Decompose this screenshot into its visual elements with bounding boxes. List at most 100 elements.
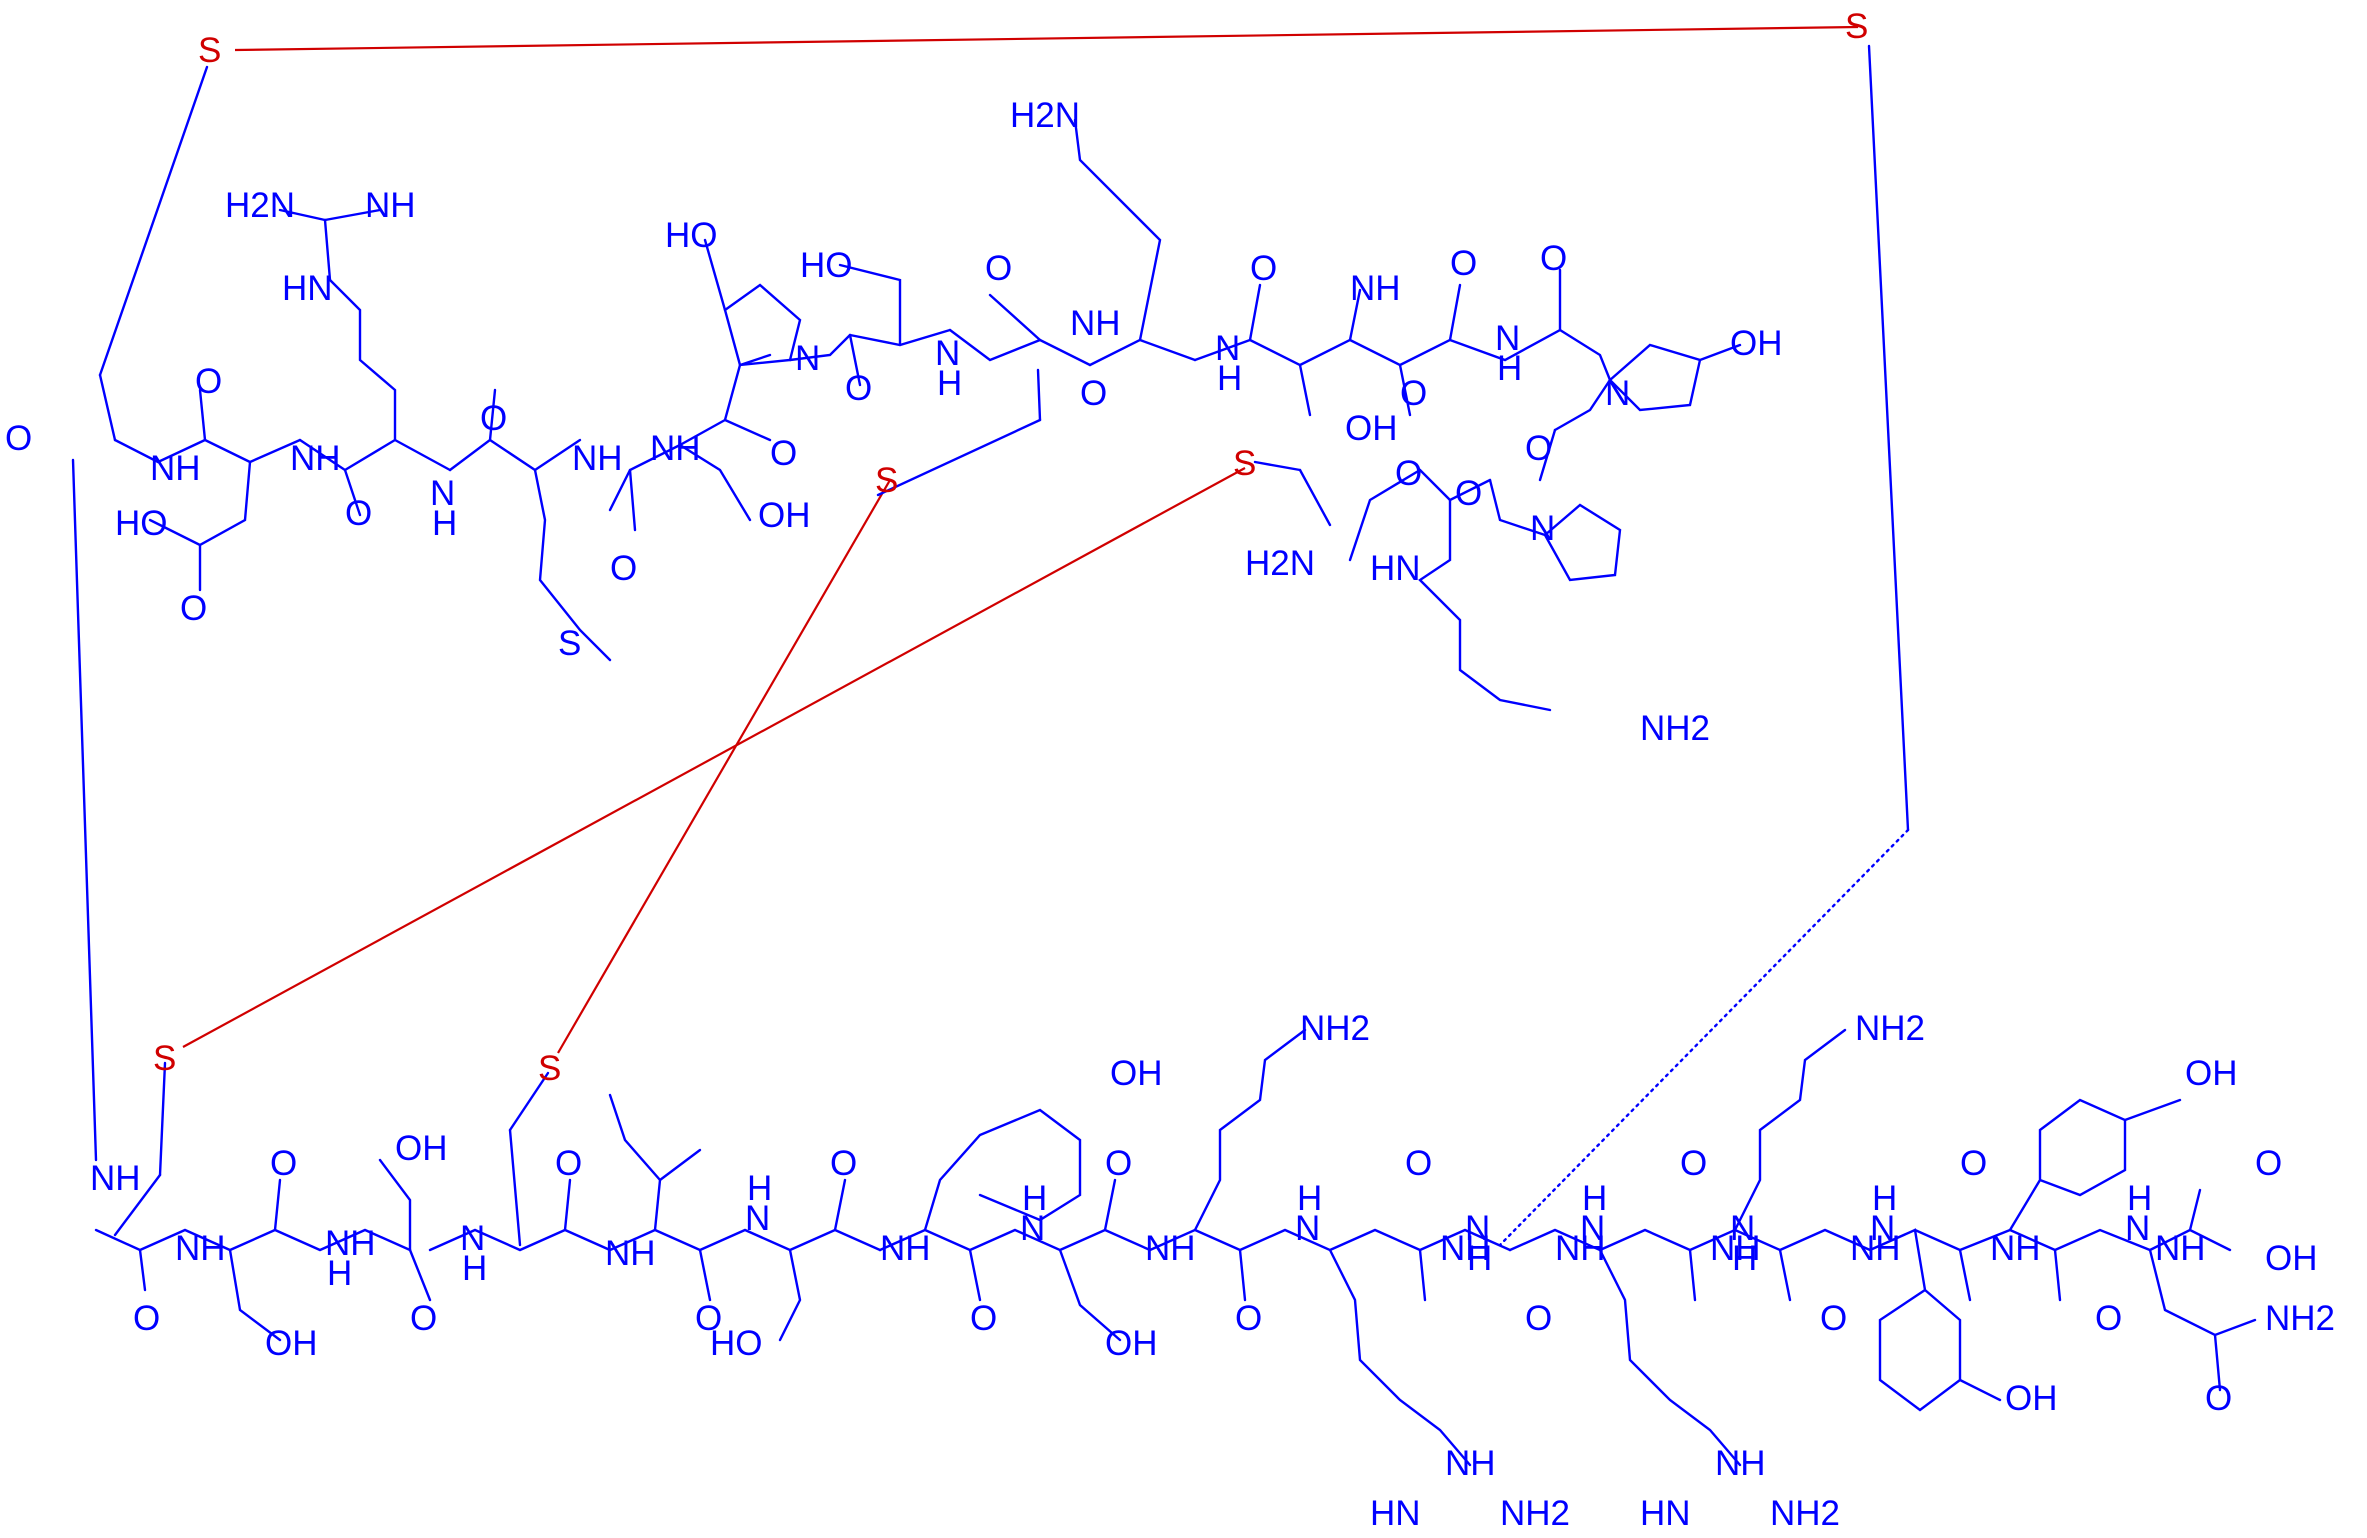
atom-thr2-nh: NH (325, 1224, 376, 1263)
atom-arg3-h: H (1732, 1239, 1757, 1278)
atom-ser4-oh: OH (1345, 409, 1398, 448)
atom-ser5-o: O (830, 1144, 857, 1183)
sulfur-top-right: S (1845, 7, 1868, 46)
atom-cys3-h: H (462, 1249, 487, 1288)
atom-guan-hn: HN (282, 269, 333, 308)
atom-arg2-nh: NH (1440, 1229, 1491, 1268)
bottom-chain-bonds (94, 1028, 2257, 1467)
atom-tyr1-h: H (1022, 1179, 1047, 1218)
atom-cys-nh: NH (1070, 304, 1121, 343)
atom-asn-o: O (2255, 1144, 2282, 1183)
atom-tyr1-n: N (1020, 1209, 1045, 1248)
atom-cys3-o: O (555, 1144, 582, 1183)
atom-arg2-n: N (1465, 1209, 1490, 1248)
atom-tyr2-oh: OH (2005, 1379, 2058, 1418)
atom-lys4-nh2: NH2 (1855, 1009, 1925, 1048)
disulfide-bonds (182, 25, 1859, 1054)
atom-cys2-o: O (1395, 454, 1422, 493)
atom-hyp1-o: O (845, 369, 872, 408)
atom-tyr1-o: O (970, 1299, 997, 1338)
atom-met-s: S (558, 624, 581, 663)
atom-ile-h: H (747, 1169, 772, 1208)
atom-lys2-o: O (1455, 474, 1482, 513)
atom-ser4-o: O (1400, 374, 1427, 413)
atom-arg2-hn: HN (1370, 1494, 1421, 1533)
atom-gly2-nh: NH (1555, 1229, 1606, 1268)
sulfur-low-a: S (153, 1039, 176, 1078)
atom-arg3-gnh: NH (1715, 1444, 1766, 1483)
atom-tyr2-nh: NH (1990, 1229, 2041, 1268)
ring-closure-bonds (71, 44, 1910, 1247)
atom-lys4-h: H (1872, 1179, 1897, 1218)
atom-gly2-o: O (1525, 1299, 1552, 1338)
atom-tyr3-oh: OH (2185, 1054, 2238, 1093)
atom-tyr3-n: N (2125, 1209, 2150, 1248)
atom-gly-o: O (1450, 244, 1477, 283)
disulfide-bond-top (234, 25, 1859, 52)
atom-hyp2-oh: OH (1730, 324, 1783, 363)
sulfur-mid-b: S (1233, 444, 1256, 483)
disulfide-bond-cross-b (182, 467, 1246, 1048)
atom-pro-o: O (1525, 429, 1552, 468)
atom-arg-n: N (430, 474, 455, 513)
sulfur-low-b: S (538, 1049, 561, 1088)
atom-asp-o2: O (180, 589, 207, 628)
atom-thr2-oh: OH (395, 1129, 448, 1168)
atom-ser2-oh: OH (758, 496, 811, 535)
atom-guan-nh: NH (365, 186, 416, 225)
atom-arg2-o: O (1405, 1144, 1432, 1183)
atom-ile-o: O (695, 1299, 722, 1338)
atom-thr1-o: O (270, 1144, 297, 1183)
atom-labels: S S S S S S H2N NH HN HO HO H2N O NH O H… (5, 7, 2335, 1533)
atom-arg2-h: H (1467, 1239, 1492, 1278)
atom-thr1-oh: OH (265, 1324, 318, 1363)
atom-arg3-hn: HN (1640, 1494, 1691, 1533)
atom-ser5-nh: NH (880, 1229, 931, 1268)
atom-cys-o: O (1080, 374, 1107, 413)
atom-ser2-o: O (770, 434, 797, 473)
atom-thr3-o: O (1105, 1144, 1132, 1183)
atom-ser5-ho: HO (710, 1324, 763, 1363)
atom-nh-left: NH (90, 1159, 141, 1198)
atom-ser3-h: H (937, 364, 962, 403)
sulfur-top-left: S (198, 31, 221, 70)
atom-pro-n: N (1530, 509, 1555, 548)
atom-tyr2-o: O (1960, 1144, 1987, 1183)
atom-met-nh: NH (572, 439, 623, 478)
atom-lys2-hn: HN (1370, 549, 1421, 588)
atom-lys4-o: O (1820, 1299, 1847, 1338)
atom-lys3-n: N (1295, 1209, 1320, 1248)
atom-ser1-oh: HO (800, 246, 853, 285)
atom-ile-n: N (745, 1199, 770, 1238)
atom-hyp2-n: N (1605, 374, 1630, 413)
atom-lys4-n: N (1870, 1209, 1895, 1248)
atom-arg2-gnh: NH (1445, 1444, 1496, 1483)
atom-o-left1: O (133, 1299, 160, 1338)
atom-lys-o: O (1250, 249, 1277, 288)
atom-arg-h: H (432, 504, 457, 543)
atom-asn-nh: NH (2155, 1229, 2206, 1268)
atom-ser2-nh: NH (650, 429, 701, 468)
atom-lys3-o: O (1235, 1299, 1262, 1338)
atom-lys-n: N (1215, 329, 1240, 368)
atom-thr2-o: O (410, 1299, 437, 1338)
atom-lys3-nh2: NH2 (1300, 1009, 1370, 1048)
atom-arg3-n: N (1730, 1209, 1755, 1248)
atom-ser4-nh: NH (1350, 269, 1401, 308)
atom-cys3-n: N (460, 1219, 485, 1258)
atom-asn-o2: O (2205, 1379, 2232, 1418)
atom-lys2-nh2: NH2 (1640, 709, 1710, 748)
atom-arg-nh: NH (290, 439, 341, 478)
atom-lys4-nh: NH (1850, 1229, 1901, 1268)
atom-tyr3-o: O (2095, 1299, 2122, 1338)
atom-thr3-oh: OH (1105, 1324, 1158, 1363)
atom-gly2-n: N (1580, 1209, 1605, 1248)
sulfur-mid-a: S (875, 461, 898, 500)
atom-lys1-h2n: H2N (1010, 96, 1080, 135)
atom-arg3-nh: NH (1710, 1229, 1761, 1268)
atom-carbonyl-o-left: O (5, 419, 32, 458)
atom-arg3-nh2: NH2 (1770, 1494, 1840, 1533)
atom-asp-o: O (195, 362, 222, 401)
atom-tyr1-oh: OH (1110, 1054, 1163, 1093)
